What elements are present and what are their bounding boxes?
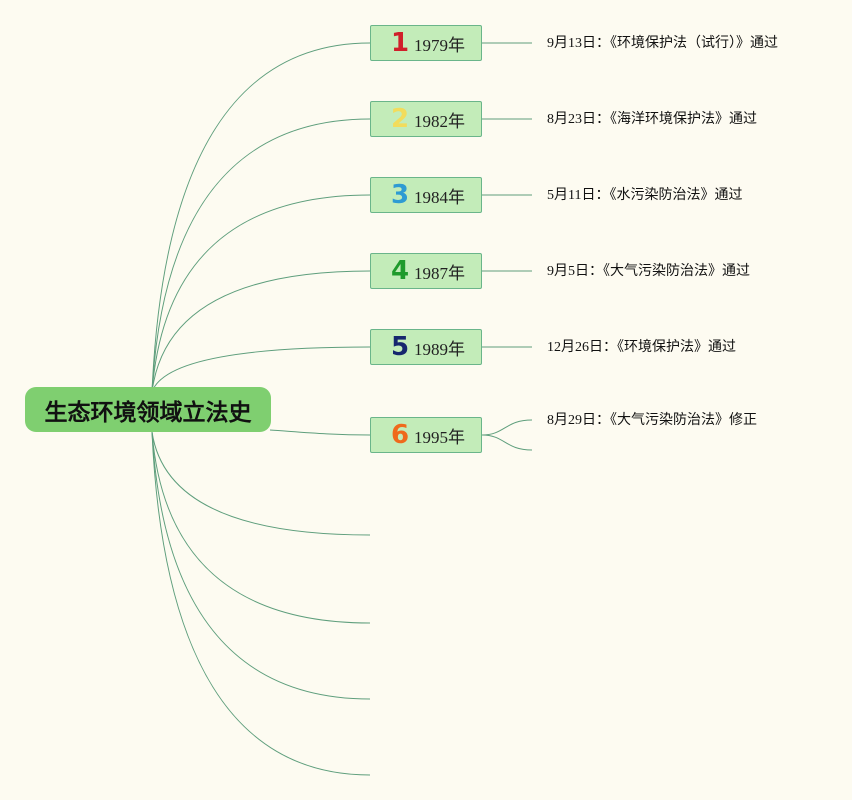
branch-line-3 xyxy=(151,194,371,393)
root-topic-label: 生态环境领域立法史 xyxy=(44,399,252,426)
year-node-1979[interactable]: 1 1979年 xyxy=(370,25,482,61)
event-label[interactable]: 9月13日：《环境保护法（试行）》通过 xyxy=(547,36,778,51)
year-label: 1995年 xyxy=(414,427,465,447)
root-topic[interactable]: 生态环境领域立法史 xyxy=(25,387,271,432)
number-badge-1: 1 xyxy=(390,28,410,58)
number-badge-3: 3 xyxy=(390,180,410,210)
number-badge-6: 6 xyxy=(390,420,410,450)
year-label: 1989年 xyxy=(414,339,465,359)
branch-line-6 xyxy=(269,429,371,436)
year-node-1984[interactable]: 3 1984年 xyxy=(370,177,482,213)
number-badge-5: 5 xyxy=(390,332,410,362)
empty-branch-line-2 xyxy=(151,431,371,624)
empty-branch-line-1 xyxy=(151,431,371,536)
year-label: 1987年 xyxy=(414,263,465,283)
event-label[interactable]: 8月23日：《海洋环境保护法》通过 xyxy=(547,112,757,127)
year-node-1989[interactable]: 5 1989年 xyxy=(370,329,482,365)
event-label[interactable]: 8月29日：《大气污染防治法》修正 xyxy=(547,413,757,428)
empty-branch-line-4 xyxy=(151,431,371,776)
event-label[interactable]: 12月26日：《环境保护法》通过 xyxy=(547,340,736,355)
empty-branch-line-3 xyxy=(151,431,371,700)
year-label: 1984年 xyxy=(414,187,465,207)
number-badge-4: 4 xyxy=(390,256,410,286)
branch-line-2 xyxy=(151,118,371,393)
year-node-1995[interactable]: 6 1995年 xyxy=(370,417,482,453)
event-label[interactable]: 9月5日：《大气污染防治法》通过 xyxy=(547,264,750,279)
branch-line-1 xyxy=(151,42,371,393)
event-label[interactable]: 5月11日：《水污染防治法》通过 xyxy=(547,188,743,203)
branch-line-5 xyxy=(151,346,371,393)
year-node-1982[interactable]: 2 1982年 xyxy=(370,101,482,137)
branch-line-4 xyxy=(151,270,371,393)
year-label: 1982年 xyxy=(414,111,465,131)
event-line-6b xyxy=(481,434,533,451)
year-node-1987[interactable]: 4 1987年 xyxy=(370,253,482,289)
event-line-6a xyxy=(481,419,533,436)
number-badge-2: 2 xyxy=(390,104,410,134)
year-label: 1979年 xyxy=(414,35,465,55)
